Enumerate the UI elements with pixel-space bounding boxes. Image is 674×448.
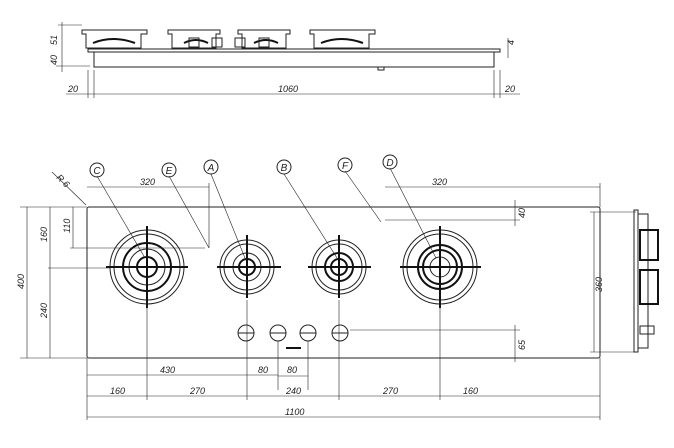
dim-65: 65 xyxy=(517,339,527,350)
corner-radius: R 6 xyxy=(55,172,72,189)
callout-F: F xyxy=(342,161,349,172)
dim-430: 430 xyxy=(160,365,175,375)
side-body xyxy=(637,213,649,349)
burner-D xyxy=(400,226,481,308)
dim-400: 400 xyxy=(16,274,26,289)
side-view: 360 xyxy=(590,209,659,353)
dim-40: 40 xyxy=(517,208,527,218)
callout-C: C xyxy=(93,166,101,177)
dim-1060: 1060 xyxy=(278,84,298,94)
side-burner-2 xyxy=(639,269,659,305)
callout-E: E xyxy=(166,166,173,177)
connector xyxy=(377,66,385,71)
burner-A xyxy=(217,235,281,298)
dim-80-a: 80 xyxy=(258,365,268,375)
dim-20-left: 20 xyxy=(67,84,78,94)
dim-320-right: 320 xyxy=(432,177,447,187)
dim-160: 160 xyxy=(39,227,49,242)
dim-110: 110 xyxy=(62,219,72,233)
callout-B: B xyxy=(281,163,288,174)
plan-dimensions: 320 320 40 110 160 400 240 65 430 80 80 xyxy=(16,177,601,420)
callout-D: D xyxy=(386,158,393,169)
callout-A: A xyxy=(207,163,215,174)
burner-B xyxy=(308,235,371,298)
burner-C xyxy=(106,226,188,308)
dim-270-a: 270 xyxy=(189,386,205,396)
dim-160-a: 160 xyxy=(110,386,125,396)
dim-20-right: 20 xyxy=(504,84,515,94)
front-dimensions: 51 40 4 20 1060 20 xyxy=(49,22,520,98)
dim-40: 40 xyxy=(49,55,59,65)
side-burner-1 xyxy=(639,229,659,261)
dim-270-b: 270 xyxy=(382,386,398,396)
dim-240-b: 240 xyxy=(285,386,301,396)
dim-320-left: 320 xyxy=(140,177,155,187)
dim-240: 240 xyxy=(39,303,49,319)
dim-160-b: 160 xyxy=(463,386,478,396)
front-view: 51 40 4 20 1060 20 xyxy=(49,22,520,98)
hob-outline xyxy=(86,206,601,359)
control-knobs xyxy=(237,324,349,349)
hob-body xyxy=(93,51,495,68)
side-glass xyxy=(633,209,639,353)
plan-view: C E A B F D R 6 320 320 40 110 16 xyxy=(16,154,601,420)
side-knob xyxy=(639,325,655,335)
burner-profiles xyxy=(81,29,376,49)
dim-80-b: 80 xyxy=(287,365,297,375)
dim-1100: 1100 xyxy=(285,407,304,417)
dim-4: 4 xyxy=(506,40,516,45)
dim-360: 360 xyxy=(594,277,604,292)
dim-51: 51 xyxy=(49,35,59,45)
